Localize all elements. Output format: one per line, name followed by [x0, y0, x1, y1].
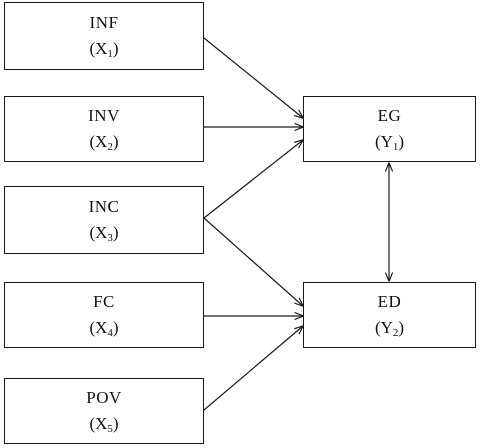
node-inf: INF (X1)	[4, 2, 204, 70]
node-inv-label: INV	[88, 106, 120, 126]
node-pov-label: POV	[86, 388, 122, 408]
node-inc: INC (X3)	[4, 186, 204, 254]
node-pov: POV (X5)	[4, 378, 204, 444]
arrow-inf-to-eg	[203, 37, 303, 118]
node-inc-variable: (X3)	[89, 223, 119, 244]
node-eg-label: EG	[377, 106, 402, 126]
arrow-pov-to-ed	[203, 326, 303, 411]
node-inv-variable: (X2)	[89, 132, 119, 153]
node-inv: INV (X2)	[4, 96, 204, 162]
node-pov-variable: (X5)	[89, 414, 119, 435]
arrow-inc-to-ed	[203, 217, 303, 306]
node-inc-label: INC	[88, 197, 120, 217]
node-ed: ED (Y2)	[303, 282, 476, 348]
arrow-inc-to-eg	[203, 140, 303, 219]
node-fc-variable: (X4)	[89, 318, 119, 339]
node-eg: EG (Y1)	[303, 96, 476, 162]
node-ed-label: ED	[377, 292, 402, 312]
node-fc: FC (X4)	[4, 282, 204, 348]
node-ed-variable: (Y2)	[374, 318, 405, 339]
node-inf-label: INF	[89, 13, 119, 33]
node-fc-label: FC	[93, 292, 115, 312]
node-inf-variable: (X1)	[89, 39, 119, 60]
node-eg-variable: (Y1)	[374, 132, 405, 153]
